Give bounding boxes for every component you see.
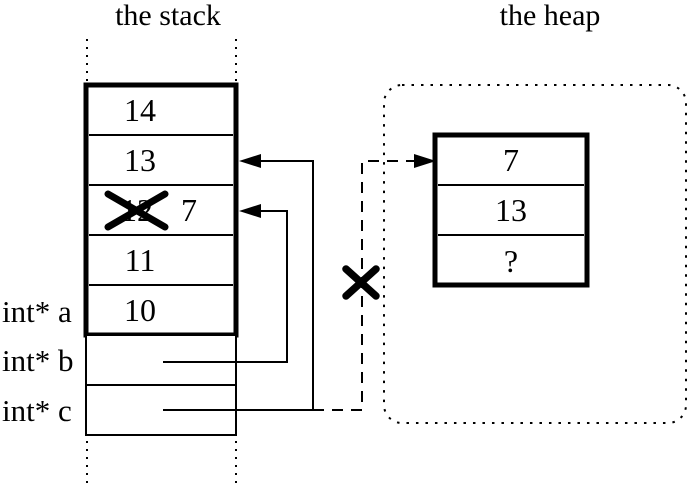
pointer-c-arrowhead-icon: [239, 154, 261, 168]
pointer-label-a: int* a: [2, 294, 72, 329]
pointer-label-b: int* b: [2, 343, 73, 378]
crossed-out-value-icon: [104, 190, 169, 231]
heap-block-box: [432, 132, 590, 288]
stack-frame-row-separators: [89, 134, 233, 286]
heap-cell-value-7: 7: [503, 142, 519, 178]
dangling-pointer-arrowhead-icon: [414, 154, 436, 168]
stack-cell-value-11: 11: [125, 242, 156, 278]
heap-block-row-separators: [438, 184, 584, 236]
pointer-c-line: [163, 160, 314, 411]
stack-cell-old-value-12: 12: [121, 192, 153, 228]
heap-cell-value-unknown: ?: [504, 243, 518, 279]
stack-cell-new-value-7: 7: [181, 192, 197, 228]
stack-frame-box: [83, 82, 239, 338]
heap-cell-value-13: 13: [495, 192, 527, 228]
pointer-b-line: [163, 210, 288, 363]
pointer-b-arrowhead-icon: [239, 204, 261, 218]
stack-cell-value-13: 13: [124, 142, 156, 178]
heap-region-dotted-outline: [383, 84, 687, 424]
heap-title: the heap: [500, 0, 601, 32]
stack-cell-value-14: 14: [124, 92, 156, 128]
stack-cell-value-10: 10: [124, 292, 156, 328]
pointer-label-c: int* c: [2, 393, 72, 428]
stack-title: the stack: [115, 0, 221, 32]
severed-link-cross-icon: [342, 265, 380, 300]
